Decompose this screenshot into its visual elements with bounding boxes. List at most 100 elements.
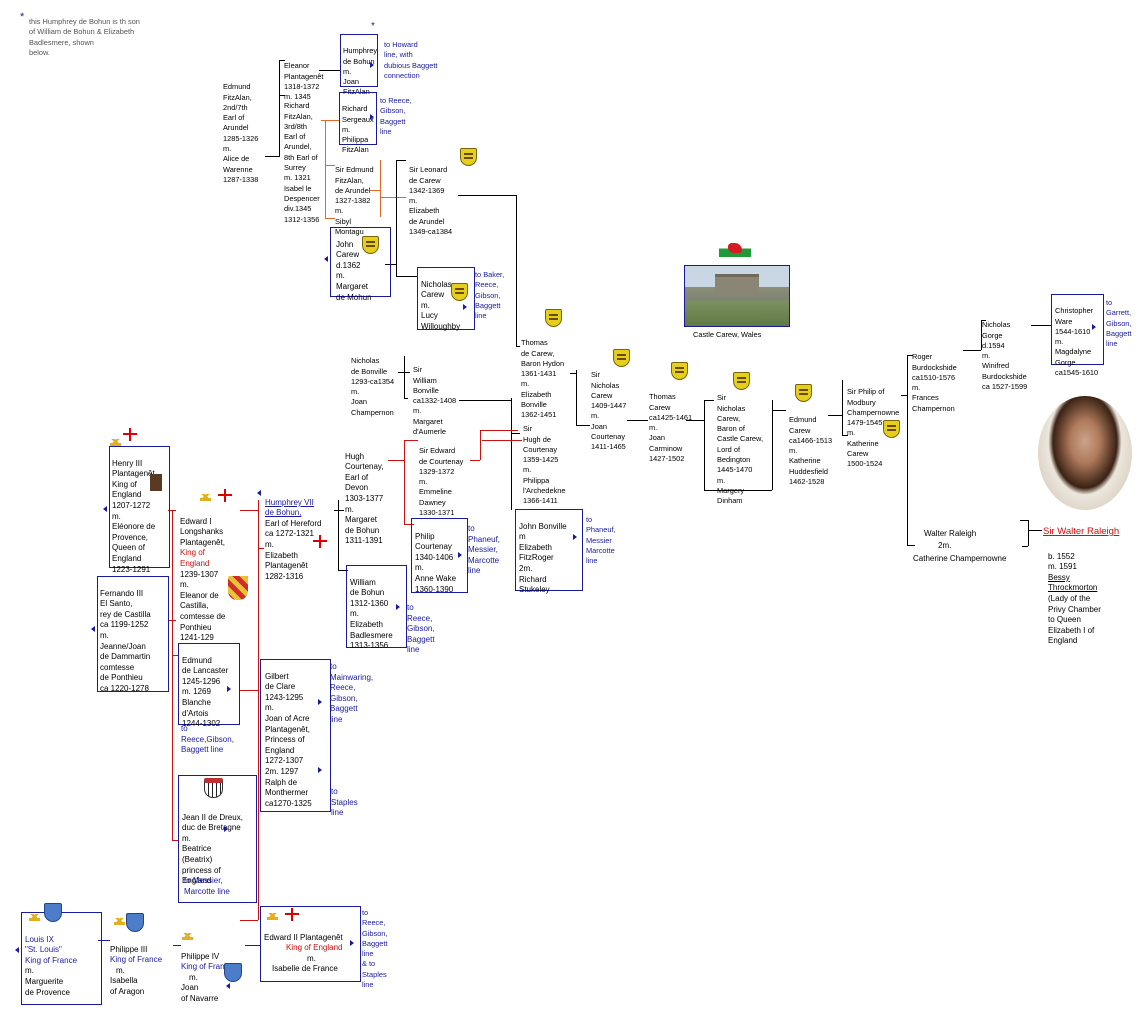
note-asterisk: * bbox=[20, 11, 25, 23]
st-george-cross-icon bbox=[313, 535, 327, 548]
expand-arrow-icon[interactable] bbox=[103, 506, 107, 512]
france-arms-icon bbox=[44, 903, 62, 922]
henry-iii-portrait-icon bbox=[150, 474, 162, 491]
st-george-cross-icon bbox=[123, 428, 137, 441]
crown-icon bbox=[200, 494, 211, 501]
expand-arrow-icon[interactable] bbox=[226, 983, 230, 989]
expand-arrow-icon[interactable] bbox=[396, 604, 400, 610]
raleigh-portrait[interactable] bbox=[1038, 396, 1132, 510]
expand-arrow-icon[interactable] bbox=[224, 826, 228, 832]
crown-icon bbox=[182, 933, 193, 940]
carew-arms-icon bbox=[451, 283, 468, 301]
france-arms-icon bbox=[224, 963, 242, 982]
st-george-cross-icon bbox=[218, 489, 232, 502]
expand-arrow-icon[interactable] bbox=[573, 534, 577, 540]
carew-arms-icon bbox=[671, 362, 688, 380]
expand-arrow-icon[interactable] bbox=[318, 767, 322, 773]
carew-arms-icon bbox=[795, 384, 812, 402]
carew-arms-icon bbox=[460, 148, 477, 166]
carew-arms-icon bbox=[613, 349, 630, 367]
bretagne-arms-icon bbox=[204, 778, 223, 798]
france-arms-icon bbox=[126, 913, 144, 932]
expand-arrow-icon[interactable] bbox=[257, 490, 261, 496]
expand-arrow-icon[interactable] bbox=[318, 699, 322, 705]
expand-arrow-icon[interactable] bbox=[91, 626, 95, 632]
expand-arrow-icon[interactable] bbox=[463, 304, 467, 310]
expand-arrow-icon[interactable] bbox=[370, 62, 374, 68]
wales-flag-icon bbox=[719, 240, 751, 257]
person-sir-walter-raleigh[interactable]: Sir Walter Raleigh bbox=[1043, 526, 1120, 537]
expand-arrow-icon[interactable] bbox=[458, 552, 462, 558]
carew-arms-icon bbox=[733, 372, 750, 390]
carew-arms-icon bbox=[362, 236, 379, 254]
carew-arms-icon bbox=[545, 309, 562, 327]
crown-icon bbox=[29, 914, 40, 921]
expand-arrow-icon[interactable] bbox=[370, 114, 374, 120]
st-george-cross-icon bbox=[285, 908, 299, 921]
crown-icon bbox=[267, 913, 278, 920]
crown-icon bbox=[114, 918, 125, 925]
expand-arrow-icon[interactable] bbox=[324, 256, 328, 262]
expand-arrow-icon[interactable] bbox=[15, 947, 19, 953]
expand-arrow-icon[interactable] bbox=[1092, 324, 1096, 330]
castle-caption: Castle Carew, Wales bbox=[693, 330, 762, 339]
castile-arms-icon bbox=[228, 576, 248, 600]
crown-icon bbox=[110, 439, 121, 446]
expand-arrow-icon[interactable] bbox=[350, 940, 354, 946]
link-messier-marcotte[interactable]: to Messier,Marcotte line bbox=[184, 876, 230, 896]
castle-carew-photo[interactable] bbox=[684, 265, 790, 327]
asterisk-marker: * bbox=[371, 21, 375, 32]
expand-arrow-icon[interactable] bbox=[227, 686, 231, 692]
